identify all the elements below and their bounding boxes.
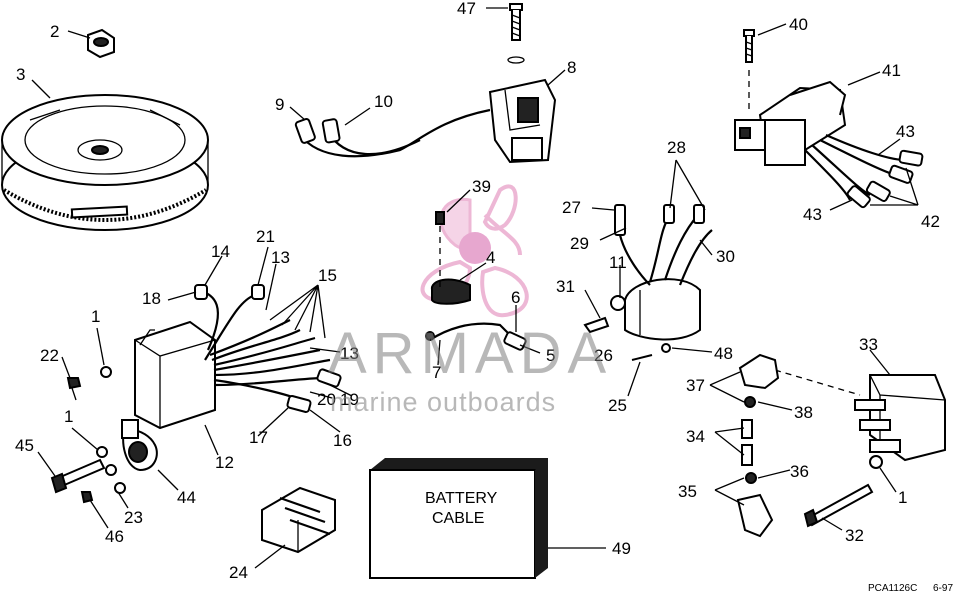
- drawing-code: PCA1126C: [868, 583, 917, 593]
- callout-38: 38: [794, 403, 813, 422]
- callout-26: 26: [594, 346, 613, 365]
- battery-cable-box: BATTERY CABLE: [369, 458, 548, 579]
- callout-12: 12: [215, 453, 234, 472]
- callout-13: 13: [271, 248, 290, 267]
- screw-47: [507, 3, 525, 64]
- callout-43: 43: [803, 205, 822, 224]
- watermark-brand: ARMADA: [328, 321, 612, 386]
- callout-18: 18: [142, 289, 161, 308]
- callout-44: 44: [177, 488, 196, 507]
- switch-8: [488, 78, 557, 164]
- leads-9-10: [294, 108, 491, 158]
- callout-15: 15: [318, 266, 337, 285]
- battery-cable-label-line1: BATTERY: [425, 490, 498, 507]
- callout-2: 2: [50, 22, 59, 41]
- callout-49: 49: [612, 539, 631, 558]
- callout-46: 46: [105, 527, 124, 546]
- callout-45: 45: [15, 436, 34, 455]
- watermark-tagline: marine outboards: [330, 387, 556, 417]
- callout-7: 7: [432, 363, 441, 382]
- callout-40: 40: [789, 15, 808, 34]
- callout-27: 27: [562, 198, 581, 217]
- callout-20: 20: [317, 390, 336, 409]
- callout-6: 6: [511, 288, 520, 307]
- callout-31: 31: [556, 277, 575, 296]
- battery-cable-label-line2: CABLE: [432, 510, 484, 527]
- callout-8: 8: [567, 58, 576, 77]
- callout-36: 36: [790, 462, 809, 481]
- callout-3: 3: [16, 65, 25, 84]
- callout-48: 48: [714, 344, 733, 363]
- callout-16: 16: [333, 431, 352, 450]
- callout-9: 9: [275, 95, 284, 114]
- callout-10: 10: [374, 92, 393, 111]
- callout-39: 39: [472, 177, 491, 196]
- callout-numbers: 1 1 1 2 3 4 5 6 7 8 9 10 11 12 13 13 14 …: [15, 0, 940, 582]
- drawing-date: 6-97: [933, 583, 953, 593]
- callout-30: 30: [716, 247, 735, 266]
- callout-19: 19: [340, 390, 359, 409]
- cdi-module-12: [134, 284, 342, 430]
- callout-25: 25: [608, 396, 627, 415]
- callout-22: 22: [40, 346, 59, 365]
- callout-1: 1: [91, 307, 100, 326]
- callout-41: 41: [882, 61, 901, 80]
- terminal-block-24: [261, 486, 336, 554]
- small-parts-left: [50, 366, 158, 504]
- callout-23: 23: [124, 508, 143, 527]
- callout-21: 21: [256, 227, 275, 246]
- callout-24: 24: [229, 563, 248, 582]
- callout-1: 1: [898, 488, 907, 507]
- flywheel-nut: [87, 28, 115, 59]
- coil-4: [425, 211, 527, 351]
- solenoid-26: [583, 204, 713, 361]
- hoses-34-38: [736, 353, 780, 538]
- callout-34: 34: [686, 427, 705, 446]
- callout-5: 5: [546, 346, 555, 365]
- callout-4: 4: [486, 248, 495, 267]
- screw-40: [743, 29, 755, 112]
- power-pack-41: [734, 80, 924, 209]
- callout-37: 37: [686, 376, 705, 395]
- rectifier-33: [774, 369, 946, 528]
- leader-lines: [31, 7, 919, 569]
- callout-33: 33: [859, 335, 878, 354]
- callout-29: 29: [570, 234, 589, 253]
- callout-13: 13: [340, 344, 359, 363]
- callout-35: 35: [678, 482, 697, 501]
- callout-17: 17: [249, 428, 268, 447]
- flywheel: [1, 94, 209, 231]
- callout-14: 14: [211, 242, 230, 261]
- callout-47: 47: [457, 0, 476, 18]
- callout-32: 32: [845, 526, 864, 545]
- callout-11: 11: [609, 253, 627, 272]
- callout-43: 43: [896, 122, 915, 141]
- callout-28: 28: [667, 138, 686, 157]
- callout-1: 1: [64, 407, 73, 426]
- callout-42: 42: [921, 212, 940, 231]
